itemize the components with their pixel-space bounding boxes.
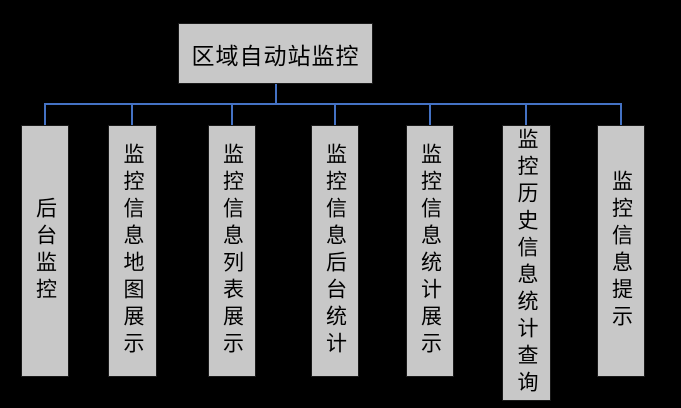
node-label: 后台监控 [33,197,58,305]
node-history-statistics-query: 监控历史信息统计查询 [502,125,551,401]
node-list-display: 监控信息列表展示 [208,125,256,377]
node-label: 监控信息提示 [609,170,634,332]
node-label: 监控信息地图展示 [121,143,145,359]
root-node: 区域自动站监控 [178,23,373,84]
node-map-display: 监控信息地图展示 [108,125,157,377]
node-backend-statistics: 监控信息后台统计 [311,125,359,377]
node-label: 监控信息统计展示 [418,143,443,359]
root-node-label: 区域自动站监控 [191,43,360,69]
node-label: 监控信息后台统计 [323,143,348,359]
node-statistics-display: 监控信息统计展示 [406,125,454,377]
node-label: 监控历史信息统计查询 [515,128,539,398]
node-label: 监控信息列表展示 [220,143,245,359]
node-backend-monitoring: 后台监控 [21,125,69,377]
node-info-prompt: 监控信息提示 [597,125,645,377]
